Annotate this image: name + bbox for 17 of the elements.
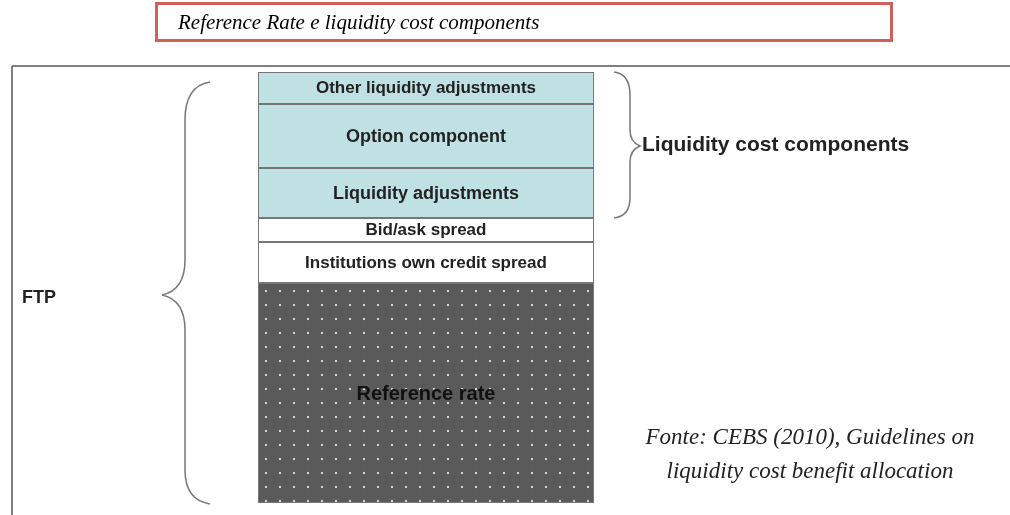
bar-segment bbox=[258, 72, 594, 104]
bar-segment bbox=[258, 104, 594, 168]
bar-segment bbox=[258, 168, 594, 218]
caption: Fonte: CEBS (2010), Guidelines on liquidity cost benefit allocation bbox=[644, 423, 976, 485]
segment-label: Bid/ask spread bbox=[365, 220, 487, 240]
title-box bbox=[155, 2, 893, 42]
bar-segment bbox=[258, 218, 594, 242]
title-text: Reference Rate e liquidity cost components bbox=[178, 9, 540, 35]
segment-label: Option component bbox=[346, 125, 506, 147]
segment-label: Other liquidity adjustments bbox=[315, 78, 537, 98]
segment-label: Reference rate bbox=[356, 381, 496, 405]
brace-label: FTP bbox=[22, 287, 56, 308]
brace-label: Liquidity cost components bbox=[642, 132, 910, 156]
segment-label: Liquidity adjustments bbox=[333, 182, 519, 204]
bar-segment bbox=[258, 242, 594, 283]
bar-segment bbox=[258, 283, 594, 503]
segment-label: Institutions own credit spread bbox=[305, 252, 547, 273]
